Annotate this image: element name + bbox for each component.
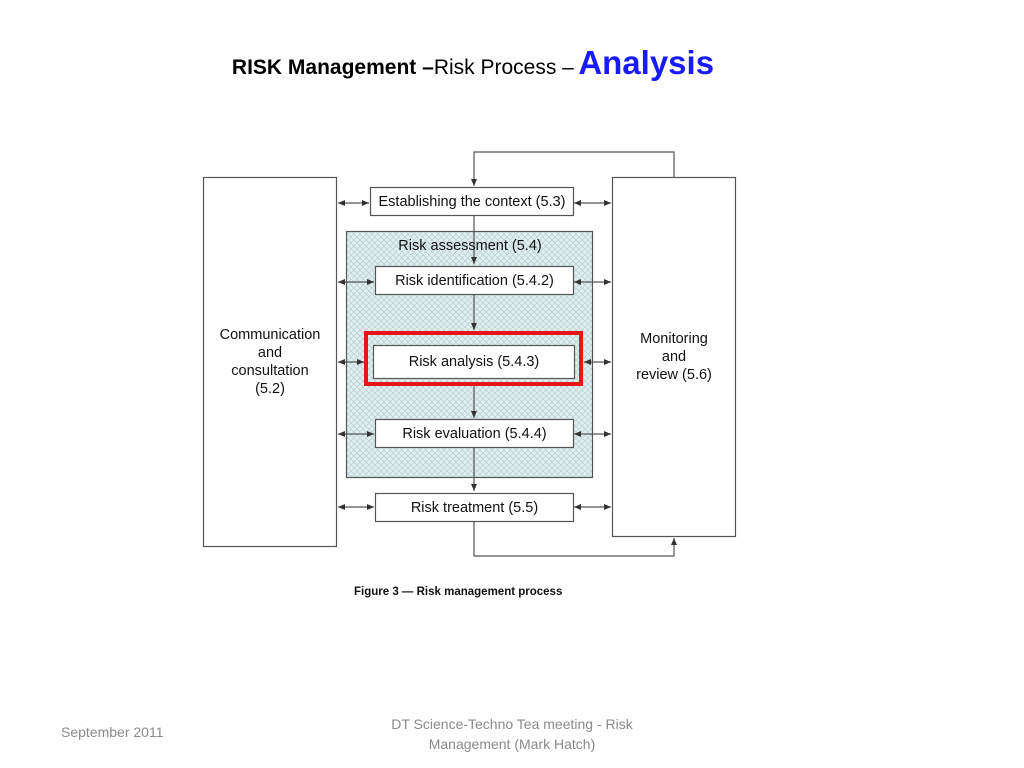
footer-date: September 2011 (61, 724, 164, 740)
evaluation-label: Risk evaluation (5.4.4) (402, 425, 547, 442)
assessment-label: Risk assessment (5.4) (398, 237, 542, 254)
footer-center-text: DT Science-Techno Tea meeting - Risk Man… (391, 716, 633, 753)
monitoring-label: Monitoring and review (5.6) (636, 330, 712, 384)
title-accent: Analysis (578, 44, 715, 81)
top-loop-line (471, 151, 675, 186)
evaluation-box (374, 418, 575, 449)
analysis-label: Risk analysis (5.4.3) (408, 354, 540, 371)
figure-caption: Figure 3 — Risk management process (354, 586, 563, 598)
slide-title: RISK Management –Risk Process – Analysis (0, 44, 946, 82)
title-normal: Risk Process – (433, 56, 574, 79)
title-bold: RISK Management – (231, 56, 434, 79)
communication-label: Communication and consultation (5.2) (219, 326, 321, 398)
monitoring-box (611, 176, 737, 538)
treatment-box (374, 492, 575, 523)
communication-box (202, 176, 338, 548)
establishing-label: Establishing the context (5.3) (378, 193, 566, 210)
bottom-loop-line (473, 522, 677, 557)
identification-label: Risk identification (5.4.2) (395, 272, 554, 289)
analysis-box (372, 344, 576, 380)
analysis-highlight (364, 331, 583, 386)
treatment-label: Risk treatment (5.5) (410, 499, 539, 516)
establishing-box (369, 186, 575, 217)
identification-box (374, 265, 575, 296)
